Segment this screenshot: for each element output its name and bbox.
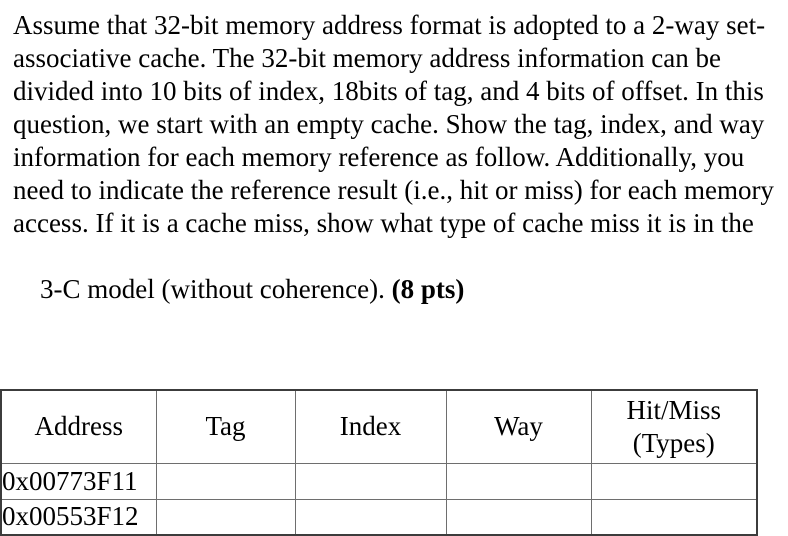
- header-tag: Tag: [155, 389, 296, 464]
- header-way: Way: [445, 389, 592, 464]
- document-page: { "question": { "lines": [ "Assume that …: [0, 9, 788, 536]
- hit-miss-cell: [590, 462, 758, 500]
- address-cell: 0x00773F11: [0, 462, 157, 500]
- address-cell: 0x00553F12: [0, 498, 157, 536]
- index-cell: [294, 498, 447, 536]
- question-line-3: divided into 10 bits of index, 18bits of…: [13, 76, 764, 106]
- question-line-7: access. If it is a cache miss, show what…: [13, 208, 754, 238]
- index-cell: [294, 462, 447, 500]
- tag-cell: [155, 462, 296, 500]
- question-line-5: information for each memory reference as…: [13, 142, 745, 172]
- question-line-1: Assume that 32-bit memory address format…: [13, 10, 766, 40]
- question-last-line-text: 3-C model (without coherence).: [40, 274, 392, 304]
- header-address: Address: [0, 389, 157, 464]
- header-index: Index: [294, 389, 447, 464]
- way-cell: [445, 498, 592, 536]
- table-row: 0x00553F12: [0, 498, 758, 536]
- header-hit-miss: Hit/Miss (Types): [590, 389, 758, 464]
- way-cell: [445, 462, 592, 500]
- question-line-8: 3-C model (without coherence). (8 pts): [13, 240, 788, 339]
- hit-miss-cell: [590, 498, 758, 536]
- question-line-6: need to indicate the reference result (i…: [13, 175, 774, 205]
- memory-reference-table: Address Tag Index Way Hit/Miss (Types) 0…: [0, 389, 758, 536]
- question-line-4: question, we start with an empty cache. …: [13, 109, 765, 139]
- tag-cell: [155, 498, 296, 536]
- table-header-row: Address Tag Index Way Hit/Miss (Types): [0, 389, 758, 464]
- question-paragraph: Assume that 32-bit memory address format…: [13, 9, 788, 339]
- points-label: (8 pts): [391, 274, 465, 304]
- question-line-2: associative cache. The 32-bit memory add…: [13, 43, 721, 73]
- table-row: 0x00773F11: [0, 462, 758, 500]
